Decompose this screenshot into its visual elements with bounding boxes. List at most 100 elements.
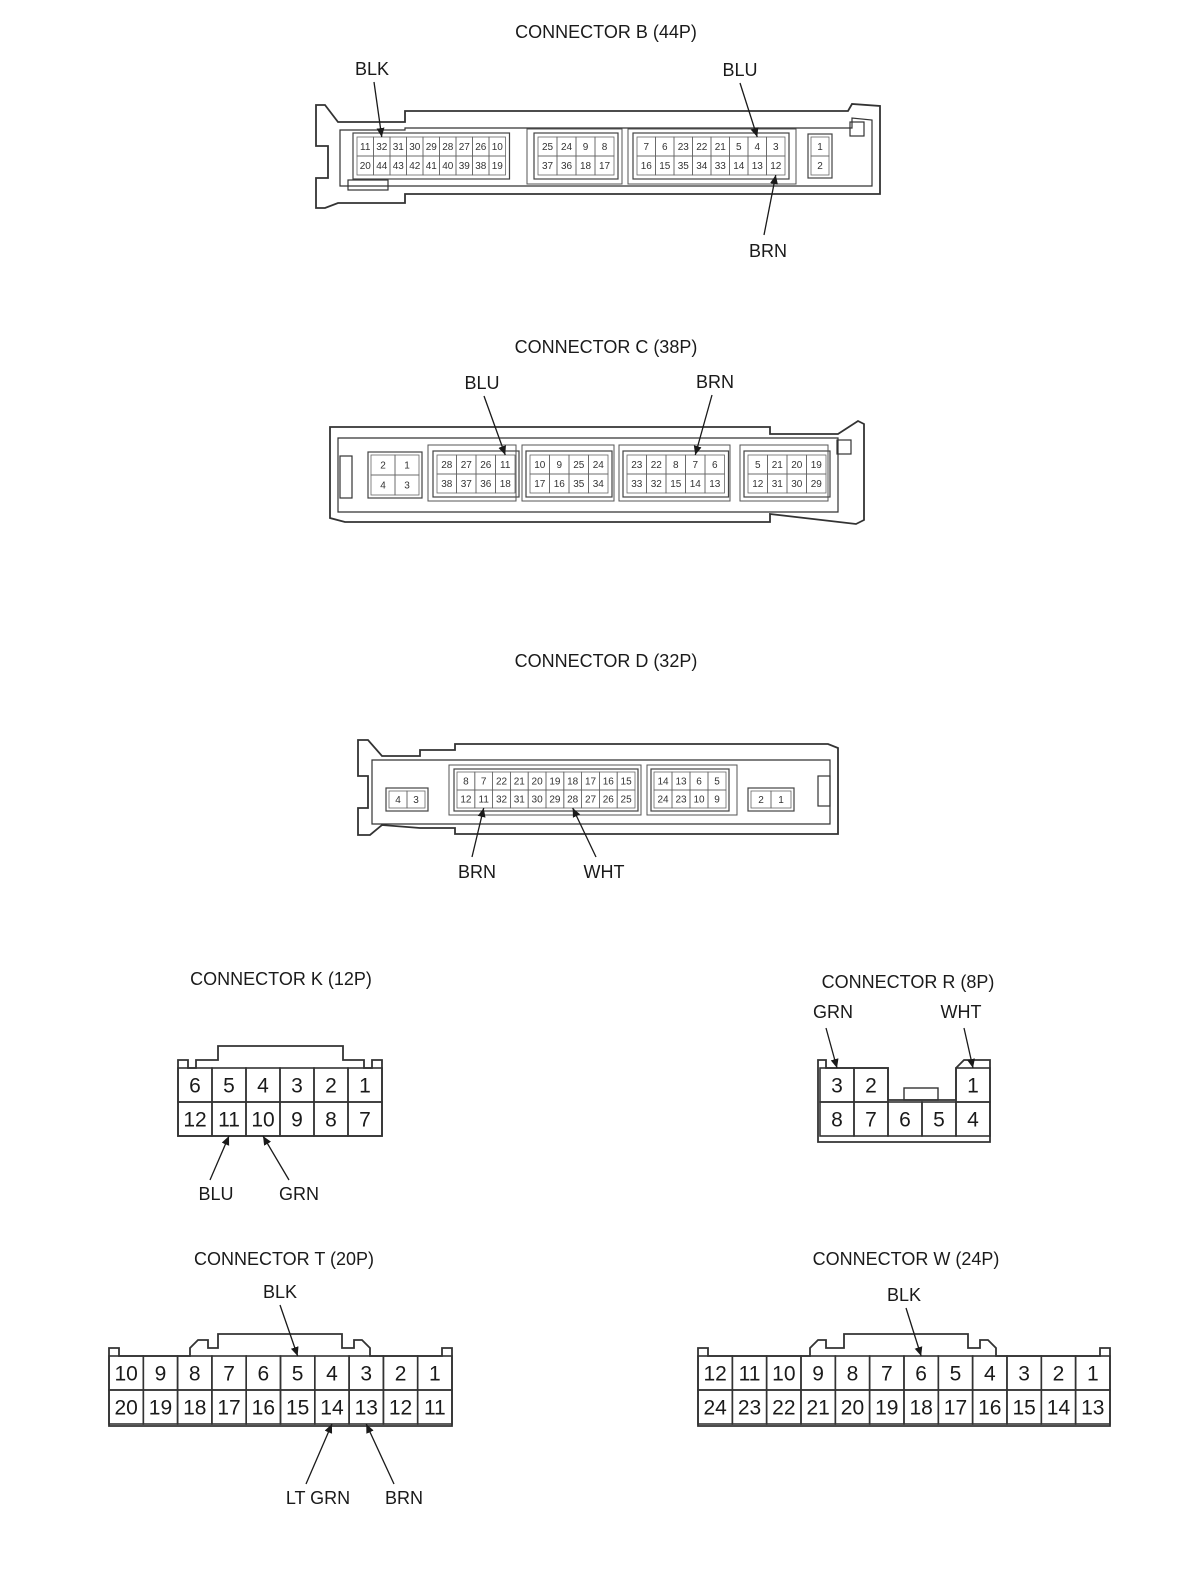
block-frame: [739, 444, 829, 502]
pin-number: 24: [593, 460, 605, 471]
pin-number: 23: [675, 795, 687, 806]
pin-number: 3: [404, 481, 410, 492]
pin-number: 13: [355, 1397, 378, 1420]
pin-number: 3: [831, 1075, 843, 1098]
pin-number: 4: [984, 1363, 996, 1386]
pin-number: 16: [554, 479, 566, 490]
pin-number: 8: [602, 142, 608, 153]
wire-color-label: BRN: [458, 862, 496, 882]
pin-number: 39: [459, 161, 471, 172]
pin-number: 2: [865, 1075, 877, 1098]
pin-number: 11: [360, 142, 371, 153]
pin-number: 5: [736, 142, 742, 153]
pin-number: 18: [580, 161, 592, 172]
pin-number: 17: [534, 479, 546, 490]
pin-number: 16: [641, 161, 653, 172]
pin-number: 10: [114, 1363, 137, 1386]
wire-arrow: [471, 807, 486, 858]
pin-number: 12: [703, 1363, 726, 1386]
wire-arrow: [963, 1027, 975, 1069]
pin-number: 23: [631, 460, 643, 471]
pin-number: 17: [585, 777, 597, 788]
wire-arrow: [763, 174, 778, 236]
pin-number: 7: [692, 460, 698, 471]
pin-number: 31: [514, 795, 526, 806]
connector-w-wire-callouts: BLK: [887, 1285, 923, 1357]
block-frame: [743, 450, 831, 498]
pin-number: 6: [662, 142, 668, 153]
pin-number: 23: [738, 1397, 761, 1420]
pin-number: 4: [380, 481, 386, 492]
pin-cell: [616, 789, 636, 809]
pin-number: 24: [561, 142, 573, 153]
wire-arrow: [693, 394, 713, 456]
pin-number: 18: [909, 1397, 932, 1420]
pin-number: 27: [459, 142, 471, 153]
wire-color-label: BLU: [722, 60, 757, 80]
pin-number: 41: [426, 161, 438, 172]
pin-number: 29: [426, 142, 438, 153]
pin-number: 22: [696, 142, 708, 153]
wire-color-label: GRN: [279, 1184, 319, 1204]
pin-number: 29: [549, 795, 561, 806]
wire-callout: BLK: [887, 1285, 923, 1357]
pin-number: 6: [696, 777, 702, 788]
pin-number: 12: [770, 161, 782, 172]
wire-callout: BLK: [355, 59, 389, 138]
pin-number: 4: [754, 142, 760, 153]
pin-number: 4: [257, 1075, 269, 1098]
pin-number: 10: [534, 460, 546, 471]
pin-number: 10: [693, 795, 705, 806]
pin-number: 7: [643, 142, 649, 153]
pin-number: 6: [899, 1109, 911, 1132]
pin-cell: [707, 789, 727, 809]
pin-number: 11: [424, 1397, 446, 1420]
pin-number: 33: [631, 479, 643, 490]
block-frame: [427, 444, 517, 502]
pin-number: 36: [480, 479, 492, 490]
pin-number: 20: [791, 460, 803, 471]
pin-number: 25: [542, 142, 554, 153]
pin-number: 19: [811, 460, 823, 471]
wire-callout: BRN: [693, 372, 734, 456]
block-frame: [432, 450, 520, 498]
pin-number: 8: [847, 1363, 859, 1386]
connector-c-wire-callouts: BLU BRN: [464, 372, 734, 456]
pin-number: 6: [189, 1075, 201, 1098]
wire-arrow: [279, 1304, 299, 1357]
pin-number: 17: [599, 161, 611, 172]
pin-number: 3: [1018, 1363, 1030, 1386]
pin-cell: [394, 474, 420, 496]
pin-number: 30: [409, 142, 421, 153]
pin-number: 17: [944, 1397, 967, 1420]
wire-callout: BLK: [263, 1282, 299, 1357]
pin-number: 23: [678, 142, 690, 153]
pin-number: 38: [441, 479, 453, 490]
connector-w-title: CONNECTOR W (24P): [813, 1249, 1000, 1269]
pin-number: 21: [715, 142, 727, 153]
pin-number: 1: [404, 461, 410, 472]
pin-number: 2: [1053, 1363, 1065, 1386]
pin-number: 14: [657, 777, 669, 788]
pin-number: 15: [659, 161, 671, 172]
wire-color-label: BRN: [749, 241, 787, 261]
pin-number: 12: [183, 1109, 206, 1132]
pin-number: 35: [573, 479, 585, 490]
pin-number: 7: [481, 777, 487, 788]
wire-arrow: [825, 1027, 839, 1069]
pin-number: 24: [657, 795, 669, 806]
pin-number: 9: [291, 1109, 303, 1132]
wire-color-label: BLU: [464, 373, 499, 393]
pin-number: 8: [189, 1363, 201, 1386]
